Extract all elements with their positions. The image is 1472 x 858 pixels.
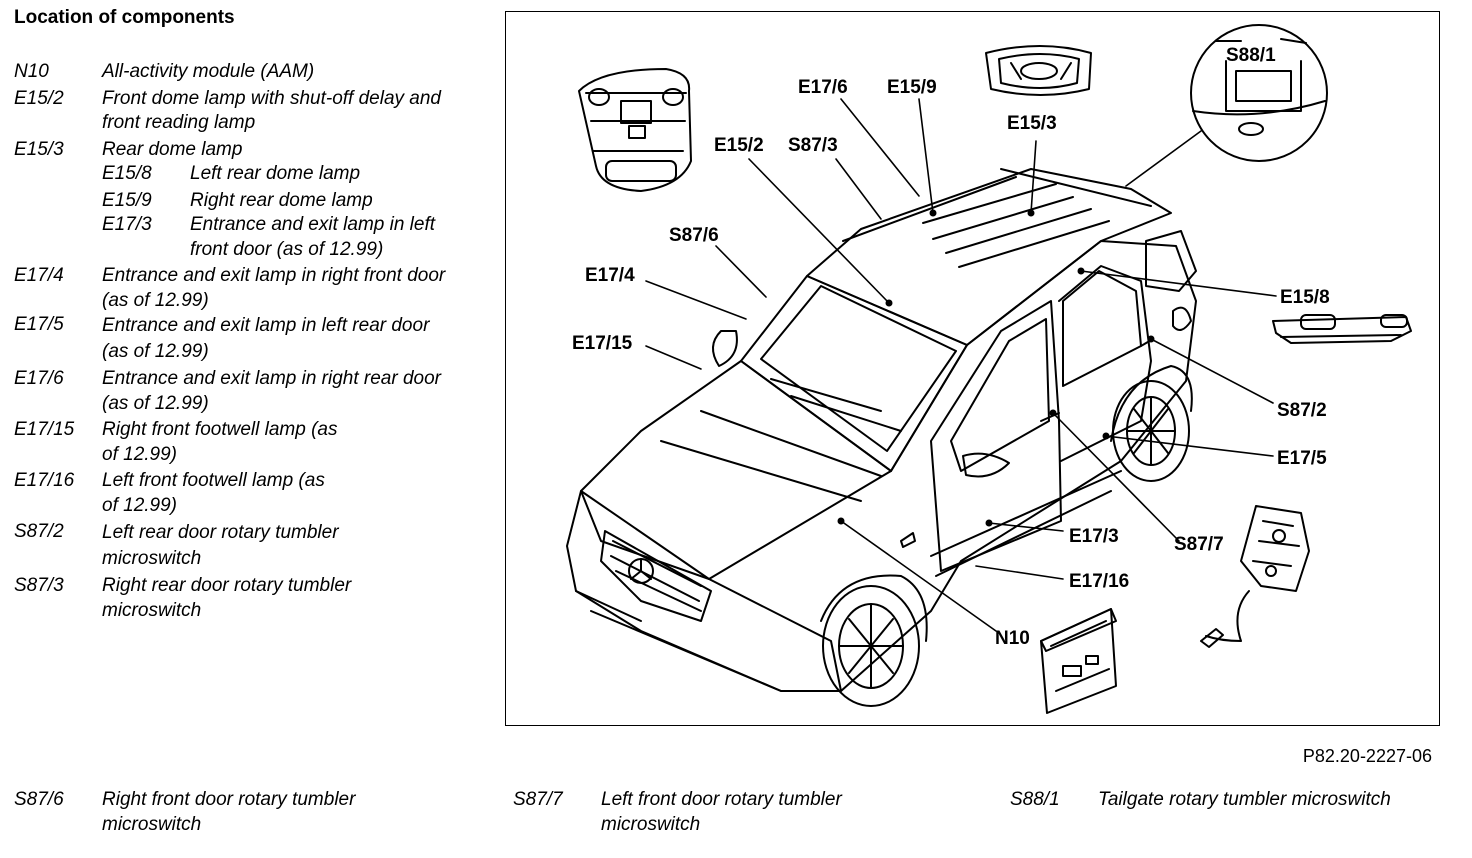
legend-item: S87/2 Left rear door rotary tumbler micr… xyxy=(14,520,484,572)
legend-code: E15/3 xyxy=(14,138,64,160)
label-e17-4: E17/4 xyxy=(585,265,635,286)
side-dome-lamp-inset xyxy=(1272,314,1412,344)
bottom-legend-item: S87/6 Right front door rotary tumbler mi… xyxy=(14,788,434,837)
figure-reference: P82.20-2227-06 xyxy=(1302,746,1432,766)
legend-item: E15/3 Rear dome lamp xyxy=(14,138,484,163)
label-e15-8: E15/8 xyxy=(1280,287,1330,308)
legend-desc: Entrance and exit lamp in right front do… xyxy=(102,265,446,311)
legend-item: N10 All-activity module (AAM) xyxy=(14,60,484,85)
legend-code: E15/8 xyxy=(102,163,152,184)
diagram-frame: E17/6 E15/9 E15/3 S88/1 E15/2 S87/3 S87/… xyxy=(505,11,1440,726)
legend-subitem: E15/8 Left rear dome lamp xyxy=(14,162,484,187)
legend-code: E17/6 xyxy=(14,368,64,389)
legend-desc: Right front footwell lamp (as of 12.99) xyxy=(102,419,338,465)
legend-subitem: E17/3 Entrance and exit lamp in left fro… xyxy=(14,213,484,262)
leader-lines xyxy=(645,98,1277,632)
legend-desc: Entrance and exit lamp in right rear doo… xyxy=(102,368,442,414)
legend-desc: All-activity module (AAM) xyxy=(102,61,315,82)
rear-dome-lamp-inset xyxy=(985,45,1092,96)
vehicle-diagram: E17/6 E15/9 E15/3 S88/1 E15/2 S87/3 S87/… xyxy=(566,24,1412,714)
legend-desc: Left front footwell lamp (as of 12.99) xyxy=(102,470,325,516)
label-e15-9: E15/9 xyxy=(887,77,937,98)
legend-item: E15/2 Front dome lamp with shut-off dela… xyxy=(14,87,484,136)
legend-code: S87/6 xyxy=(14,789,64,810)
component-legend: N10 All-activity module (AAM) E15/2 Fron… xyxy=(14,60,484,623)
legend-desc: Entrance and exit lamp in left front doo… xyxy=(190,214,436,260)
legend-item: E17/6 Entrance and exit lamp in right re… xyxy=(14,367,484,416)
front-dome-lamp-inset xyxy=(578,68,692,192)
label-s88-1: S88/1 xyxy=(1226,45,1276,66)
label-s87-2: S87/2 xyxy=(1277,400,1327,421)
label-e17-3: E17/3 xyxy=(1069,526,1119,547)
legend-code: N10 xyxy=(14,61,49,82)
label-s87-7: S87/7 xyxy=(1174,534,1224,555)
label-s87-6: S87/6 xyxy=(669,225,719,246)
legend-item: E17/5 Entrance and exit lamp in left rea… xyxy=(14,313,484,365)
legend-desc: Rear dome lamp xyxy=(102,138,243,160)
legend-item: E17/15 Right front footwell lamp (as of … xyxy=(14,418,484,467)
legend-code: E15/9 xyxy=(102,189,152,211)
label-e15-3: E15/3 xyxy=(1007,113,1057,134)
label-e17-5: E17/5 xyxy=(1277,448,1327,469)
legend-desc: Right rear door rotary tumbler microswit… xyxy=(102,575,352,621)
legend-item: E17/16 Left front footwell lamp (as of 1… xyxy=(14,469,484,518)
legend-desc: Left rear dome lamp xyxy=(190,163,361,184)
bottom-legend-item: S87/7 Left front door rotary tumbler mic… xyxy=(513,788,933,837)
legend-desc: Left rear door rotary tumbler microswitc… xyxy=(102,522,339,569)
vehicle-body xyxy=(566,168,1197,707)
legend-code: E17/4 xyxy=(14,265,64,286)
legend-code: E17/3 xyxy=(102,214,152,235)
door-lock-inset xyxy=(1200,505,1310,648)
page-title: Location of components xyxy=(14,7,235,28)
legend-code: E17/16 xyxy=(14,470,75,491)
legend-code: S87/2 xyxy=(14,521,64,542)
legend-code: S87/7 xyxy=(513,789,563,810)
legend-code: E15/2 xyxy=(14,87,64,109)
legend-desc: Left front door rotary tumbler microswit… xyxy=(601,789,842,835)
tailgate-switch-inset xyxy=(1190,24,1328,162)
legend-code: E17/15 xyxy=(14,419,75,440)
legend-subitem: E15/9 Right rear dome lamp xyxy=(14,189,484,214)
legend-item: E17/4 Entrance and exit lamp in right fr… xyxy=(14,264,484,313)
label-e17-16: E17/16 xyxy=(1069,571,1129,592)
bottom-legend-item: S88/1 Tailgate rotary tumbler microswitc… xyxy=(1010,788,1450,813)
legend-desc: Tailgate rotary tumbler microswitch xyxy=(1098,789,1391,810)
legend-desc: Right rear dome lamp xyxy=(190,189,373,211)
legend-code: E17/5 xyxy=(14,314,64,335)
label-e17-15: E17/15 xyxy=(572,333,633,354)
label-n10: N10 xyxy=(995,628,1030,649)
legend-code: S88/1 xyxy=(1010,789,1060,810)
label-s87-3: S87/3 xyxy=(788,135,838,156)
label-e15-2: E15/2 xyxy=(714,135,764,156)
legend-desc: Entrance and exit lamp in left rear door… xyxy=(102,315,430,362)
legend-item: S87/3 Right rear door rotary tumbler mic… xyxy=(14,574,484,623)
legend-desc: Right front door rotary tumbler microswi… xyxy=(102,789,356,835)
legend-code: S87/3 xyxy=(14,575,64,596)
legend-desc: Front dome lamp with shut-off delay and … xyxy=(102,87,442,134)
target-dots xyxy=(837,209,1155,527)
label-e17-6: E17/6 xyxy=(798,77,848,98)
control-module-inset xyxy=(1040,608,1117,714)
